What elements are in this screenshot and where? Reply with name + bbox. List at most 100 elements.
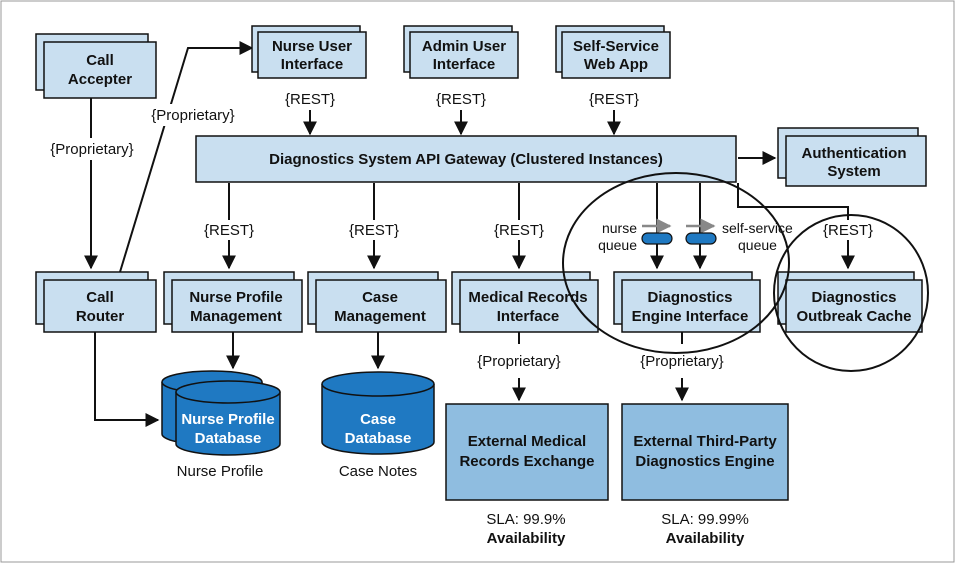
svg-text:Nurse Profile: Nurse Profile: [181, 411, 274, 428]
svg-text:Outbreak Cache: Outbreak Cache: [796, 308, 911, 325]
svg-text:Call: Call: [86, 52, 114, 69]
svg-text:System: System: [827, 163, 880, 180]
self-service-line-1: Self-Service: [573, 38, 659, 55]
label-self-rest: {REST}: [589, 91, 639, 108]
nurse-db-line-2: Database: [195, 430, 262, 447]
svg-text:External Third-Party: External Third-Party: [633, 433, 777, 450]
external-medical-records-exchange: External Medical Records Exchange: [445, 403, 609, 501]
nurse-user-interface: Nurse User Interface: [251, 25, 367, 79]
edge-router-nurse-ui: [119, 41, 254, 273]
outbreak-line-2: Outbreak Cache: [796, 308, 911, 325]
diag-if-line-2: Engine Interface: [632, 308, 749, 325]
svg-text:Self-Service: Self-Service: [573, 38, 659, 55]
medical-if-line-1: Medical Records: [468, 289, 587, 306]
case-db-line-1: Case: [360, 411, 396, 428]
self-service-web-app: Self-Service Web App: [555, 25, 671, 79]
medical-if-line-2: Interface: [497, 308, 560, 325]
case-mgmt-line-2: Management: [334, 308, 426, 325]
svg-text:SLA: 99.99%: SLA: 99.99%: [661, 511, 749, 528]
queues: nurse queue self-service queue: [598, 218, 793, 253]
label-cache-rest: {REST}: [823, 222, 873, 239]
nurse-profile-management: Nurse Profile Management: [163, 271, 303, 333]
nurse-db-line-1: Nurse Profile: [181, 411, 274, 428]
call-accepter-line-2: Accepter: [68, 71, 132, 88]
auth-line-2: System: [827, 163, 880, 180]
svg-text:Router: Router: [76, 308, 124, 325]
svg-text:Availability: Availability: [666, 530, 745, 547]
svg-text:Accepter: Accepter: [68, 71, 132, 88]
case-database: Case Database Case Notes: [321, 371, 435, 480]
svg-text:Database: Database: [345, 430, 412, 447]
ext-diag-line-1: External Third-Party: [633, 433, 777, 450]
svg-text:Call: Call: [86, 289, 114, 306]
nurse-db-caption: Nurse Profile: [177, 463, 264, 480]
svg-text:Nurse User: Nurse User: [272, 38, 352, 55]
admin-user-interface: Admin User Interface: [403, 25, 519, 79]
label-medical-rest: {REST}: [494, 222, 544, 239]
svg-text:queue: queue: [598, 237, 637, 253]
label-nurse-rest: {REST}: [285, 91, 335, 108]
self-queue-line-1: self-service: [722, 220, 793, 236]
label-accepter-router: {Proprietary}: [50, 141, 133, 158]
edge-router-nurse-db: [94, 330, 160, 427]
svg-text:Availability: Availability: [487, 530, 566, 547]
highlight-circles: [562, 172, 929, 372]
svg-text:self-service: self-service: [722, 220, 793, 236]
nurse-mgmt-line-2: Management: [190, 308, 282, 325]
label-router-nurse-ui: {Proprietary}: [151, 107, 234, 124]
ext-medical-line-1: External Medical: [468, 433, 586, 450]
svg-text:Interface: Interface: [433, 56, 496, 73]
call-router: Call Router: [35, 271, 157, 333]
nurse-queue-line-2: queue: [598, 237, 637, 253]
svg-text:queue: queue: [738, 237, 777, 253]
svg-text:Web App: Web App: [584, 56, 648, 73]
ext-medical-line-2: Records Exchange: [459, 453, 594, 470]
svg-text:Diagnostics: Diagnostics: [647, 289, 732, 306]
svg-text:Authentication: Authentication: [802, 145, 907, 162]
svg-text:Case: Case: [362, 289, 398, 306]
sla-diag-line-1: SLA: 99.99%: [661, 511, 749, 528]
svg-text:Nurse Profile: Nurse Profile: [189, 289, 282, 306]
admin-ui-line-1: Admin User: [422, 38, 506, 55]
svg-text:Case: Case: [360, 411, 396, 428]
call-router-line-1: Call: [86, 289, 114, 306]
nurse-profile-database: Nurse Profile Database Nurse Profile: [161, 370, 281, 480]
sla-labels: SLA: 99.9% Availability SLA: 99.99% Avai…: [486, 511, 748, 547]
sla-medical-line-2: Availability: [487, 530, 566, 547]
svg-text:External Medical: External Medical: [468, 433, 586, 450]
medical-records-interface: Medical Records Interface: [451, 271, 599, 333]
nurse-queue-icon: [641, 232, 673, 245]
nurse-queue-line-1: nurse: [602, 220, 637, 236]
svg-text:Management: Management: [334, 308, 426, 325]
label-case-rest: {REST}: [349, 222, 399, 239]
call-accepter-line-1: Call: [86, 52, 114, 69]
case-management: Case Management: [307, 271, 447, 333]
nurse-mgmt-line-1: Nurse Profile: [189, 289, 282, 306]
svg-text:Medical Records: Medical Records: [468, 289, 587, 306]
diagnostics-outbreak-cache: Diagnostics Outbreak Cache: [777, 271, 923, 333]
label-nurse-mgmt-rest: {REST}: [204, 222, 254, 239]
svg-text:Records Exchange: Records Exchange: [459, 453, 594, 470]
label-diag-proprietary: {Proprietary}: [640, 353, 723, 370]
case-db-caption: Case Notes: [339, 463, 417, 480]
ext-diag-line-2: Diagnostics Engine: [635, 453, 774, 470]
svg-text:Database: Database: [195, 430, 262, 447]
api-gateway: Diagnostics System API Gateway (Clustere…: [195, 135, 737, 183]
call-accepter: Call Accepter: [35, 33, 157, 99]
outbreak-line-1: Diagnostics: [811, 289, 896, 306]
svg-text:Diagnostics: Diagnostics: [811, 289, 896, 306]
self-queue-line-2: queue: [738, 237, 777, 253]
svg-text:Management: Management: [190, 308, 282, 325]
nurse-ui-line-2: Interface: [281, 56, 344, 73]
nurse-ui-line-1: Nurse User: [272, 38, 352, 55]
label-admin-rest: {REST}: [436, 91, 486, 108]
case-db-line-2: Database: [345, 430, 412, 447]
call-router-line-2: Router: [76, 308, 124, 325]
highlight-outbreak-cache: [773, 214, 929, 372]
external-third-party-diagnostics-engine: External Third-Party Diagnostics Engine: [621, 403, 789, 501]
self-service-queue-icon: [685, 232, 717, 245]
edge-labels: {Proprietary} {Proprietary} {REST} {REST…: [36, 91, 879, 370]
label-medical-proprietary: {Proprietary}: [477, 353, 560, 370]
